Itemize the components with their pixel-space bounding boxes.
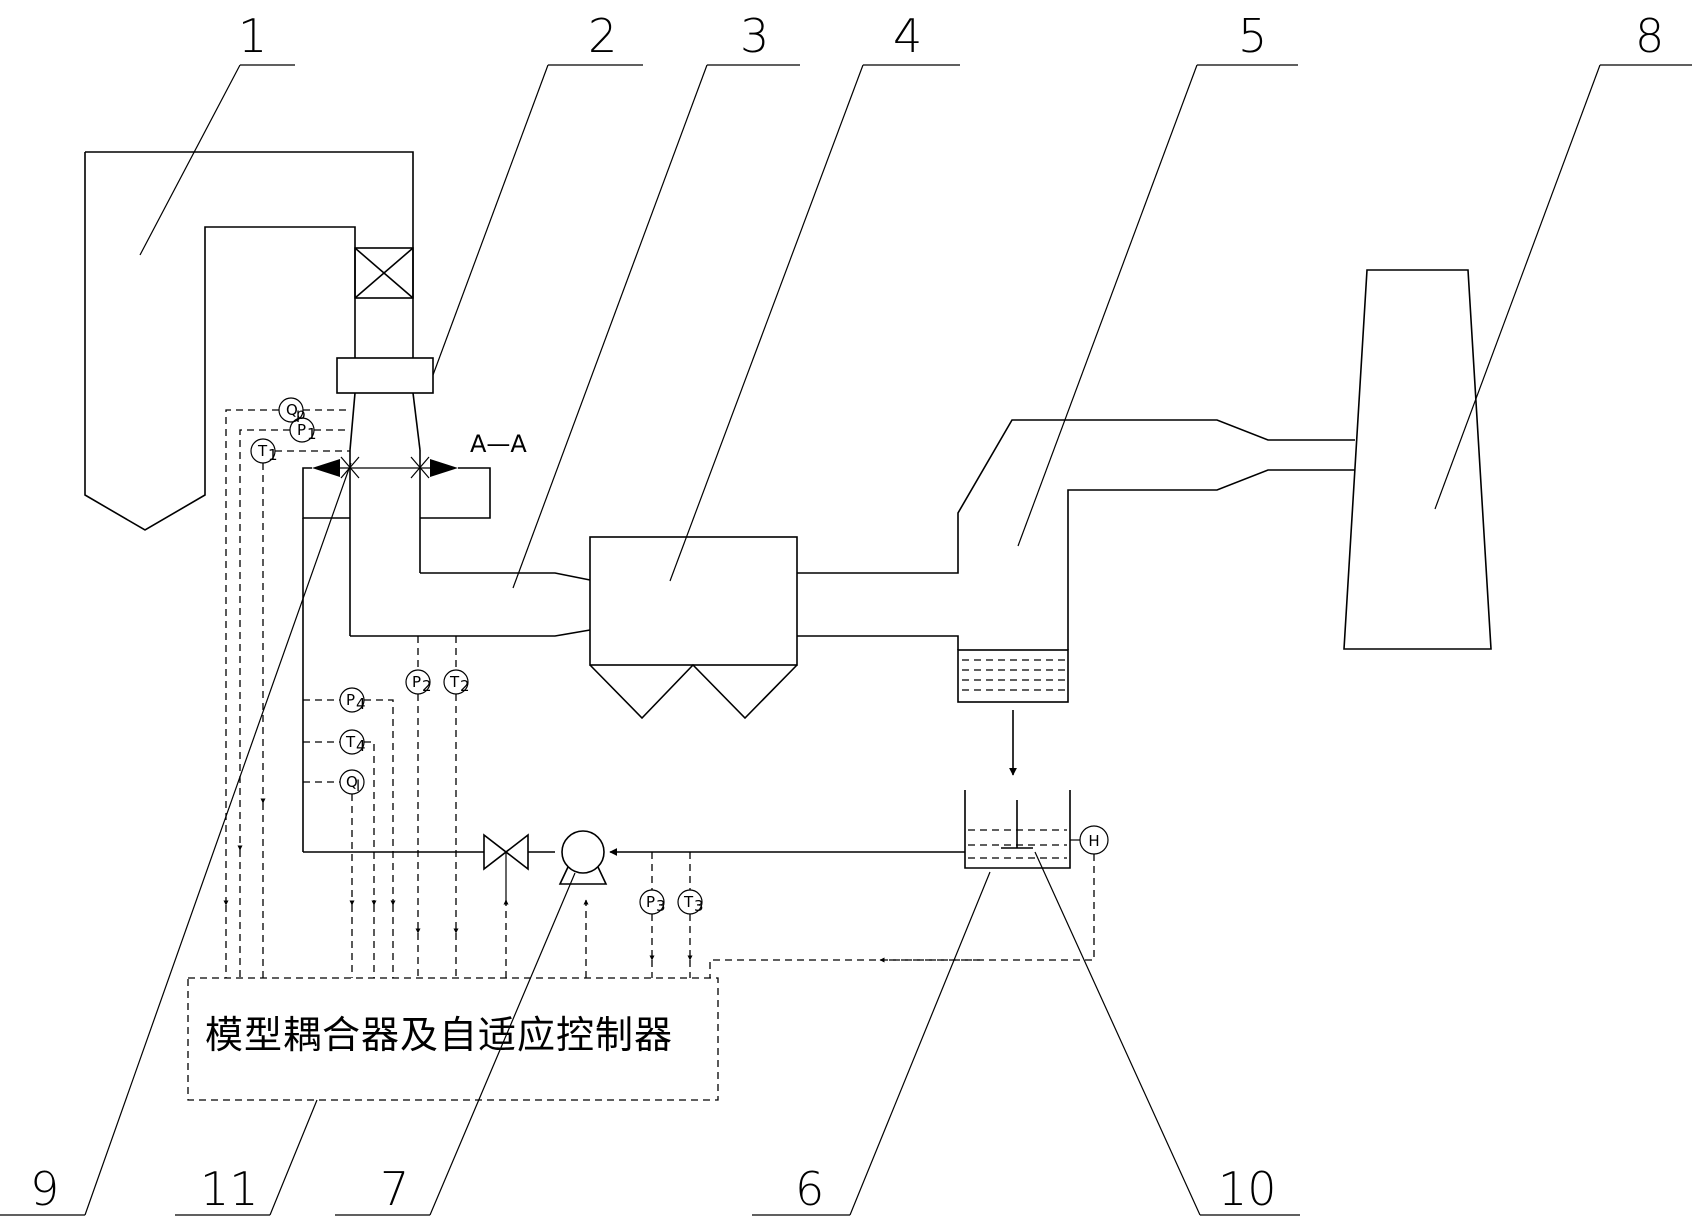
t1-sub: 1 [268, 446, 278, 464]
p2-label: P [412, 673, 421, 691]
pump [558, 830, 608, 885]
reactor-outlet [302, 392, 491, 636]
chimney [1343, 269, 1492, 650]
ql-sub: l [356, 777, 360, 795]
controller-text: 模型耦合器及自适应控制器 [205, 1013, 673, 1057]
label-10: 10 [1218, 1162, 1277, 1216]
t2-sub: 2 [460, 677, 470, 695]
p4-label: P [346, 691, 355, 709]
p3-sub: 3 [656, 897, 666, 915]
label-11: 11 [200, 1162, 259, 1216]
p1-sub: 1 [307, 425, 317, 443]
level-sensor-label: H [1088, 832, 1099, 850]
flue-duct [350, 572, 591, 637]
label-8: 8 [1635, 9, 1664, 63]
scr-reactor [336, 357, 434, 394]
label-4: 4 [893, 9, 922, 63]
label-1: 1 [238, 9, 267, 63]
boiler [84, 151, 414, 531]
number-labels: 1 2 3 4 5 8 9 11 7 6 10 [30, 9, 1664, 1216]
p4-sub: 4 [356, 695, 366, 713]
desulfurizer [797, 419, 1355, 776]
tank [964, 790, 1071, 869]
p2-sub: 2 [422, 677, 432, 695]
controller: 模型耦合器及自适应控制器 [187, 977, 719, 1101]
t1-label: T [257, 442, 268, 460]
t3-label: T [683, 893, 694, 911]
reagent-line [302, 518, 965, 856]
level-sensor: H [1070, 825, 1109, 855]
leaders [0, 64, 1692, 1216]
label-9: 9 [30, 1162, 59, 1216]
instruments: Q p P 1 T 1 P 4 T 4 Q l P 2 T 2 [250, 397, 704, 915]
p1-label: P [297, 421, 306, 439]
section-label: A—A [470, 430, 527, 458]
label-2: 2 [588, 9, 617, 63]
precipitator [589, 536, 798, 720]
t3-sub: 3 [694, 897, 704, 915]
qp-sub: p [296, 405, 306, 423]
t4-sub: 4 [356, 737, 366, 755]
t4-label: T [345, 733, 356, 751]
label-5: 5 [1238, 9, 1267, 63]
p3-label: P [646, 893, 655, 911]
label-7: 7 [380, 1162, 409, 1216]
signal-lines [223, 409, 1095, 978]
qp-label: Q [286, 401, 298, 419]
ql-label: Q [346, 773, 358, 791]
label-3: 3 [740, 9, 769, 63]
label-6: 6 [795, 1162, 824, 1216]
control-valve [483, 833, 529, 905]
t2-label: T [449, 673, 460, 691]
